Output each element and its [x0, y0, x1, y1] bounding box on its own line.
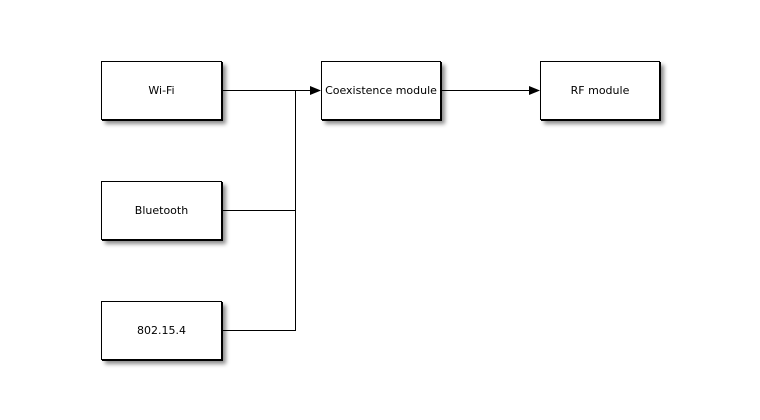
block-wifi[interactable]: Wi-Fi: [101, 61, 222, 120]
block-coexistence-module[interactable]: Coexistence module: [321, 61, 441, 120]
block-wifi-label: Wi-Fi: [148, 84, 175, 97]
block-rf-module-label: RF module: [570, 84, 630, 97]
block-rf-module[interactable]: RF module: [540, 61, 660, 120]
arrowhead-into-rf-icon: [529, 86, 540, 95]
block-coexistence-module-label: Coexistence module: [325, 84, 437, 97]
arrowhead-into-coexistence-icon: [310, 86, 321, 95]
block-802-15-4[interactable]: 802.15.4: [101, 301, 222, 360]
block-bluetooth-label: Bluetooth: [134, 204, 189, 217]
block-bluetooth[interactable]: Bluetooth: [101, 181, 222, 240]
block-802-15-4-label: 802.15.4: [137, 324, 186, 337]
